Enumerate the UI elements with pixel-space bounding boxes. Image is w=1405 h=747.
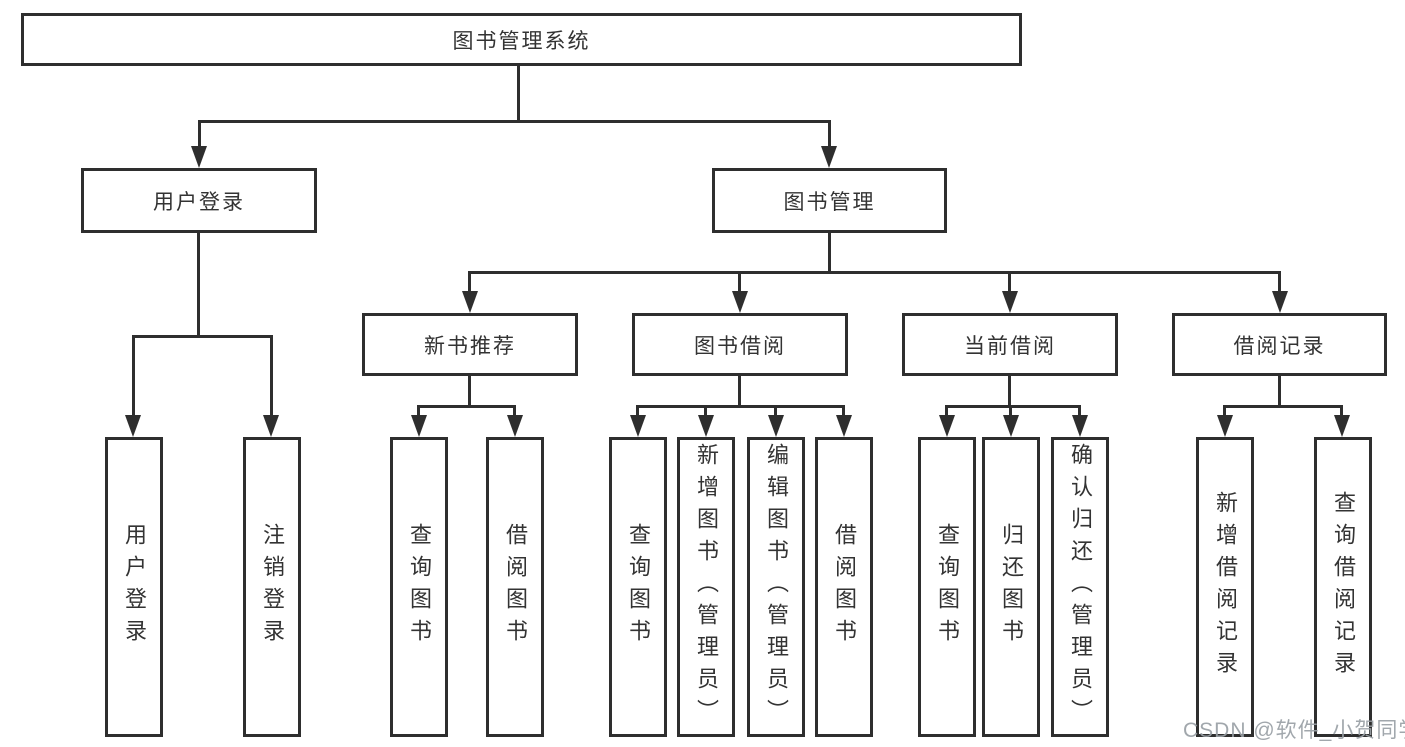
node-root-label: 图书管理系统 (452, 29, 591, 53)
node-book-borrow-label: 图书借阅 (694, 334, 786, 358)
connector-line (197, 233, 200, 335)
node-current-borrow-label: 当前借阅 (964, 334, 1056, 358)
connector-line (132, 335, 135, 415)
node-borrow-record: 借阅记录 (1172, 313, 1387, 376)
node-book-management-label: 图书管理 (783, 190, 876, 214)
arrow-down-icon (1002, 291, 1018, 313)
connector-line (1278, 271, 1281, 291)
arrow-down-icon (507, 415, 523, 437)
connector-line (1008, 376, 1011, 405)
leaf-add-borrow-record: 新增借阅记录 (1196, 437, 1254, 737)
leaf-query-book-1-label: 查询图书 (407, 523, 432, 651)
arrow-down-icon (836, 415, 852, 437)
node-root: 图书管理系统 (21, 13, 1022, 66)
connector-line (1008, 271, 1011, 291)
connector-line (1223, 405, 1343, 408)
leaf-edit-book-admin-label: 编辑图书（管理员） (764, 443, 789, 731)
arrow-down-icon (732, 291, 748, 313)
connector-line (774, 405, 777, 417)
leaf-add-book-admin-label: 新增图书（管理员） (694, 443, 719, 731)
node-new-book-recommend-label: 新书推荐 (424, 334, 516, 358)
arrow-down-icon (1334, 415, 1350, 437)
connector-line (468, 376, 471, 405)
leaf-borrow-book-2-label: 借阅图书 (832, 523, 857, 651)
leaf-user-login: 用户登录 (105, 437, 163, 737)
leaf-borrow-book-1-label: 借阅图书 (503, 523, 528, 651)
arrow-down-icon (1217, 415, 1233, 437)
arrow-down-icon (462, 291, 478, 313)
node-book-borrow: 图书借阅 (632, 313, 848, 376)
connector-line (1223, 405, 1226, 417)
leaf-add-borrow-record-label: 新增借阅记录 (1213, 491, 1238, 683)
arrow-down-icon (1272, 291, 1288, 313)
connector-line (842, 405, 845, 417)
connector-line (738, 271, 741, 291)
node-user-login-label: 用户登录 (153, 190, 245, 214)
connector-line (636, 405, 845, 408)
leaf-logout: 注销登录 (243, 437, 301, 737)
leaf-query-book-3-label: 查询图书 (935, 523, 960, 651)
connector-line (828, 233, 831, 271)
node-new-book-recommend: 新书推荐 (362, 313, 578, 376)
arrow-down-icon (125, 415, 141, 437)
connector-line (198, 120, 831, 123)
leaf-confirm-return-admin-label: 确认归还（管理员） (1068, 443, 1093, 731)
connector-line (1340, 405, 1343, 417)
connector-line (704, 405, 707, 417)
arrow-down-icon (939, 415, 955, 437)
connector-line (945, 405, 948, 417)
connector-line (132, 335, 273, 338)
connector-line (738, 376, 741, 405)
leaf-query-borrow-record: 查询借阅记录 (1314, 437, 1372, 737)
leaf-return-book-label: 归还图书 (999, 523, 1024, 651)
leaf-query-borrow-record-label: 查询借阅记录 (1331, 491, 1356, 683)
connector-line (198, 120, 201, 148)
connector-line (417, 405, 516, 408)
connector-line (945, 405, 1081, 408)
node-book-management: 图书管理 (712, 168, 947, 233)
leaf-add-book-admin: 新增图书（管理员） (677, 437, 735, 737)
arrow-down-icon (630, 415, 646, 437)
arrow-down-icon (411, 415, 427, 437)
watermark-text: CSDN @软件_小贺同学 (1183, 719, 1405, 742)
arrow-down-icon (1003, 415, 1019, 437)
arrow-down-icon (821, 146, 837, 168)
node-borrow-record-label: 借阅记录 (1233, 334, 1326, 358)
arrow-down-icon (263, 415, 279, 437)
connector-line (1009, 405, 1012, 417)
node-user-login: 用户登录 (81, 168, 317, 233)
connector-line (828, 120, 831, 148)
connector-line (513, 405, 516, 417)
connector-line (636, 405, 639, 417)
connector-line (417, 405, 420, 417)
arrow-down-icon (698, 415, 714, 437)
leaf-borrow-book-2: 借阅图书 (815, 437, 873, 737)
leaf-confirm-return-admin: 确认归还（管理员） (1051, 437, 1109, 737)
connector-line (517, 66, 520, 120)
leaf-query-book-1: 查询图书 (390, 437, 448, 737)
node-current-borrow: 当前借阅 (902, 313, 1118, 376)
leaf-user-login-label: 用户登录 (122, 523, 147, 651)
connector-line (468, 271, 1281, 274)
leaf-query-book-3: 查询图书 (918, 437, 976, 737)
leaf-query-book-2: 查询图书 (609, 437, 667, 737)
arrow-down-icon (768, 415, 784, 437)
connector-line (270, 335, 273, 415)
connector-line (1278, 376, 1281, 405)
leaf-borrow-book-1: 借阅图书 (486, 437, 544, 737)
leaf-logout-label: 注销登录 (260, 523, 285, 651)
connector-line (1078, 405, 1081, 417)
arrow-down-icon (1072, 415, 1088, 437)
arrow-down-icon (191, 146, 207, 168)
leaf-query-book-2-label: 查询图书 (626, 523, 651, 651)
leaf-edit-book-admin: 编辑图书（管理员） (747, 437, 805, 737)
leaf-return-book: 归还图书 (982, 437, 1040, 737)
connector-line (468, 271, 471, 291)
